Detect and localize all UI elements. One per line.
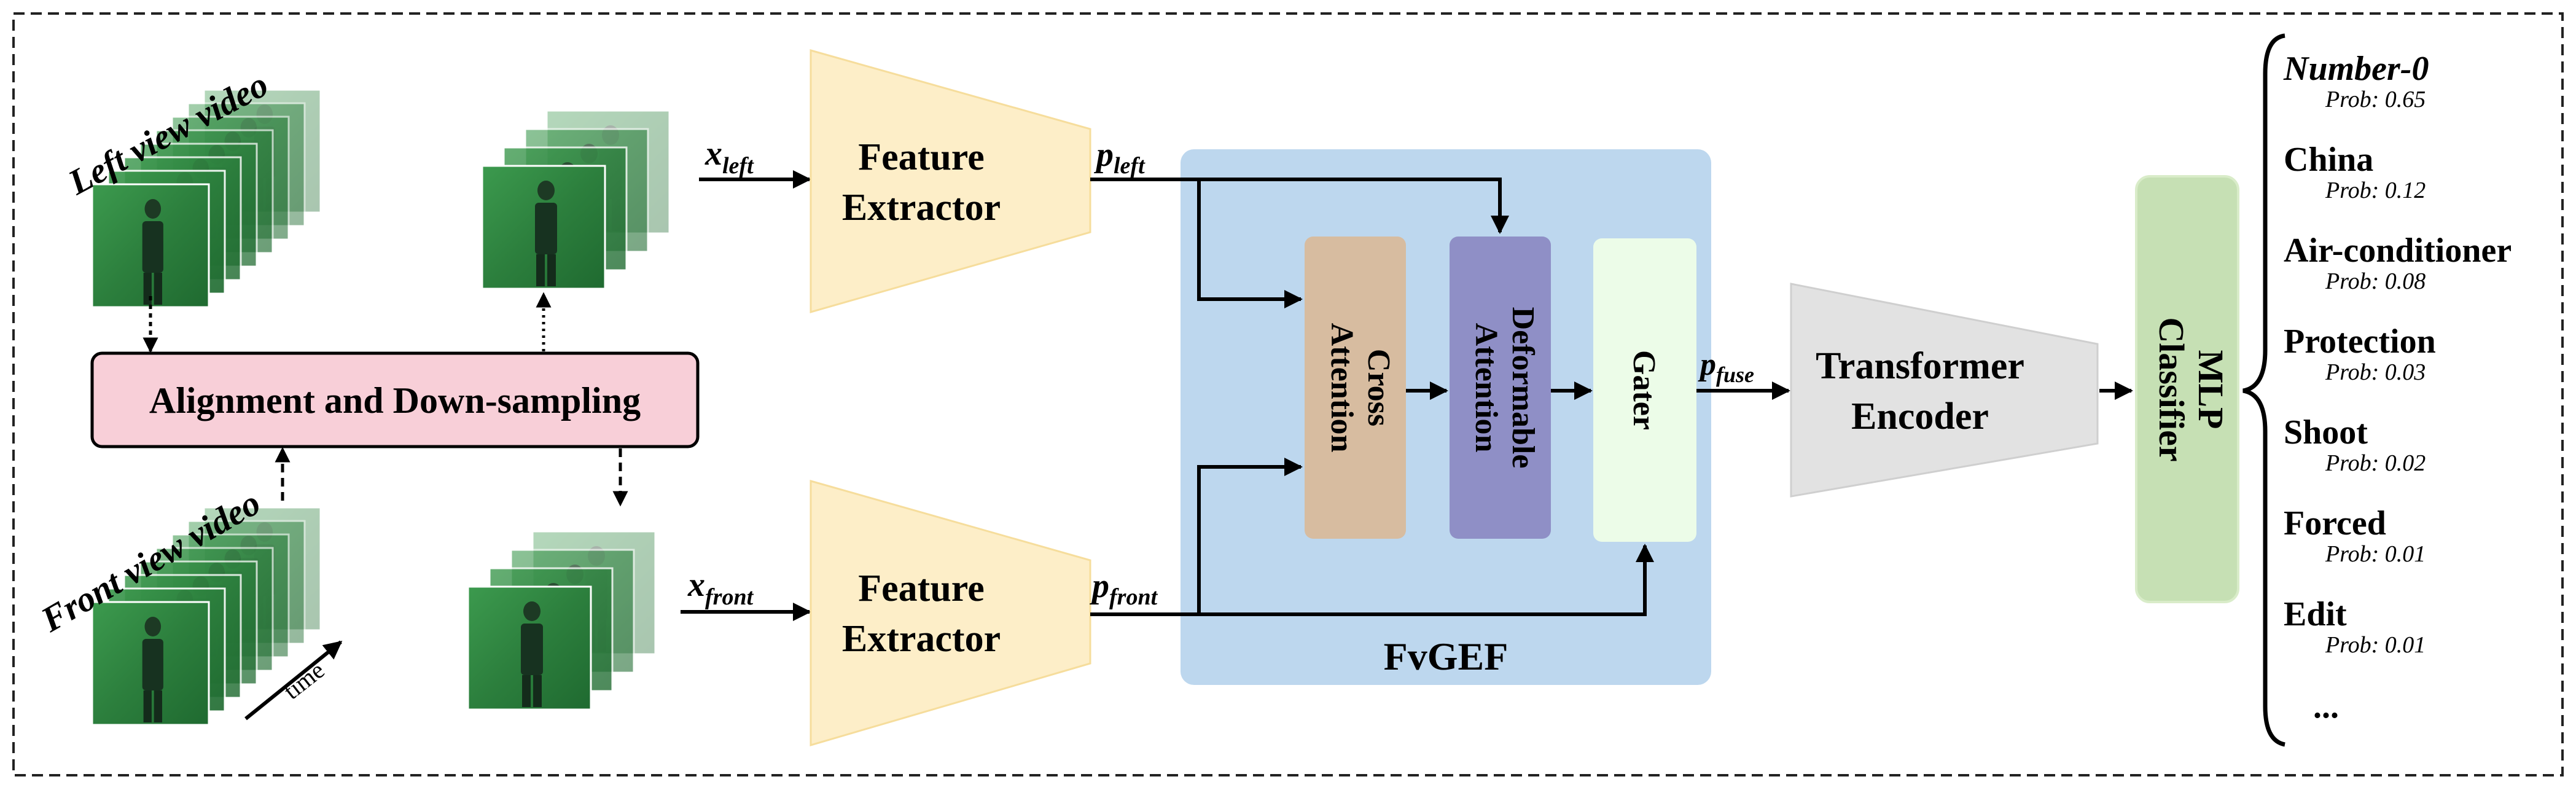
- prediction-label: Air-conditioner: [2284, 232, 2512, 270]
- cross-attention-block: [1305, 237, 1406, 539]
- left-downsampled-stack: [481, 109, 671, 290]
- p-front-label: pfront: [1090, 567, 1158, 610]
- prediction-label: China: [2284, 141, 2373, 179]
- feature-extractor-bottom: [810, 480, 1091, 747]
- prediction-label: Number-0: [2283, 50, 2429, 88]
- p-fuse-base: p: [1698, 347, 1716, 382]
- feature-extractor-top-line2: Extractor: [842, 187, 1001, 229]
- mlp-line1: MLP: [2191, 350, 2231, 429]
- p-left-label: pleft: [1094, 136, 1146, 179]
- prediction-prob: Prob: 0.65: [2325, 87, 2426, 112]
- left-view-frame: [91, 183, 210, 308]
- prediction-brace: [2242, 33, 2285, 747]
- alignment-downsampling-label: Alignment and Down-sampling: [149, 380, 641, 421]
- x-left-sub: left: [722, 153, 754, 179]
- prediction-label: Shoot: [2284, 413, 2368, 452]
- deformable-attention-line1: Deformable: [1505, 307, 1540, 469]
- p-left-sub: left: [1114, 153, 1146, 179]
- prediction-prob: Prob: 0.03: [2325, 359, 2426, 385]
- alignment-downsampling-block: [90, 351, 700, 448]
- left-view-video-stack: [91, 88, 322, 308]
- prediction-label: Protection: [2284, 323, 2436, 361]
- p-left-to-cross-arrow: [1197, 179, 1303, 308]
- time-label: time: [278, 656, 330, 705]
- front-downsampled-stack: [467, 530, 657, 711]
- time-arrow: [244, 640, 343, 721]
- transformer-encoder-block: [1790, 283, 2099, 498]
- feature-extractor-top-line1: Feature: [858, 136, 984, 178]
- predictions-more: ...: [2313, 687, 2339, 725]
- p-fuse-label: pfuse: [1698, 347, 1754, 387]
- prediction-prob: Prob: 0.01: [2325, 632, 2426, 658]
- fvgef-label: FvGEF: [1384, 635, 1509, 678]
- p-front-to-cross-arrow: [1197, 458, 1303, 614]
- prediction-prob: Prob: 0.08: [2325, 268, 2426, 294]
- gater-block: [1593, 238, 1696, 542]
- mlp-classifier-block: [2135, 175, 2239, 603]
- prediction-prob: Prob: 0.12: [2325, 178, 2426, 203]
- feature-extractor-bottom-line1: Feature: [858, 568, 984, 609]
- feature-extractor-bottom-line2: Extractor: [842, 618, 1001, 660]
- mlp-line2: Classifier: [2152, 317, 2192, 461]
- prediction-label: Edit: [2284, 595, 2347, 633]
- transformer-encoder-line1: Transformer: [1816, 345, 2024, 387]
- prediction-prob: Prob: 0.01: [2325, 541, 2426, 567]
- p-front-to-gater-arrow: [1090, 544, 1654, 616]
- front-ds-frame: [467, 585, 592, 711]
- x-left-base: x: [704, 135, 722, 173]
- p-front-sub: front: [1109, 584, 1158, 610]
- prediction-prob: Prob: 0.02: [2325, 450, 2426, 476]
- p-fuse-sub: fuse: [1716, 362, 1754, 387]
- left-ds-frame: [481, 165, 606, 290]
- p-left-base: p: [1094, 136, 1114, 174]
- gater-label: Gater: [1626, 350, 1661, 430]
- transformer-encoder-line2: Encoder: [1851, 396, 1989, 437]
- x-front-sub: front: [705, 584, 754, 610]
- deformable-attention-line2: Attention: [1469, 323, 1504, 453]
- front-view-frame: [91, 601, 210, 726]
- x-front-label: xfront: [687, 566, 754, 610]
- p-left-to-deformable-arrow: [1090, 178, 1509, 234]
- outer-border: [12, 12, 2564, 776]
- front-view-video-stack: [91, 506, 322, 726]
- deformable-attention-block: [1450, 237, 1551, 539]
- cross-attention-line1: Cross: [1361, 349, 1396, 426]
- feature-extractor-top: [810, 49, 1091, 313]
- x-front-base: x: [687, 566, 705, 604]
- prediction-label: Forced: [2284, 504, 2386, 542]
- cross-attention-line2: Attention: [1324, 323, 1359, 453]
- p-front-base: p: [1090, 567, 1109, 605]
- x-left-label: xleft: [704, 135, 754, 179]
